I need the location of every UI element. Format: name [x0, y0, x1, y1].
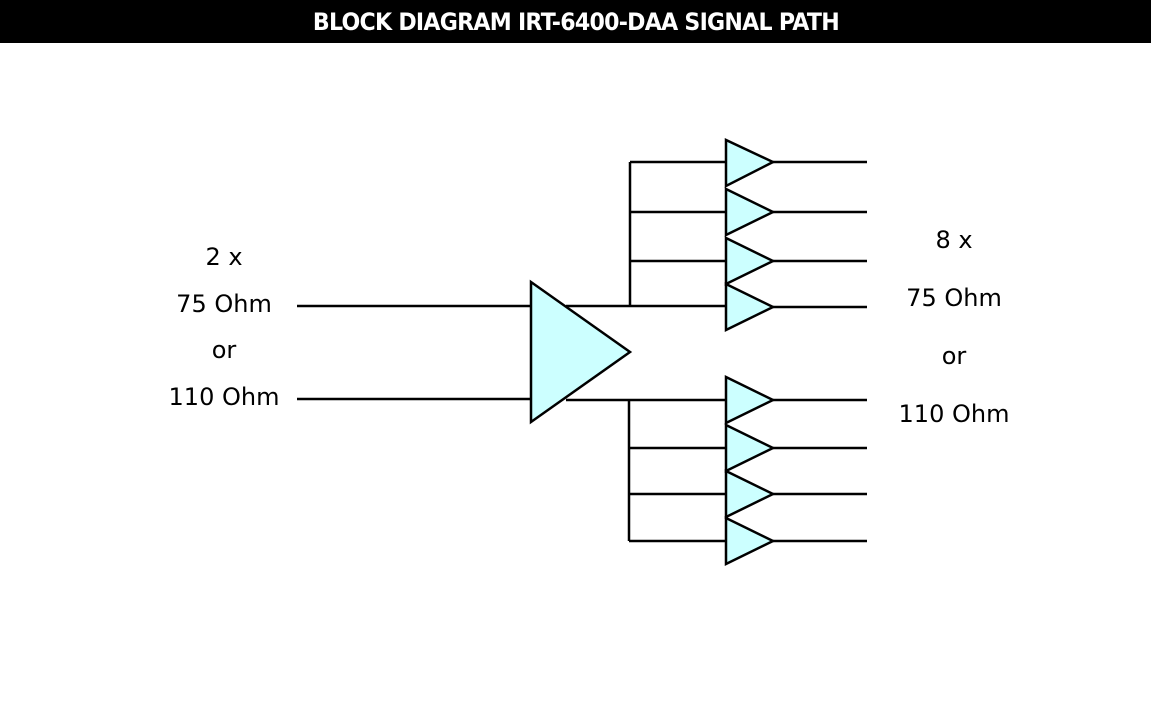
output-amplifier-5	[724, 374, 776, 426]
output-amplifier-2	[724, 186, 776, 238]
output-amplifier-6	[724, 422, 776, 474]
output-or-label: or	[941, 342, 967, 370]
input-amplifier	[529, 279, 633, 425]
input-impedance-b: 110 Ohm	[168, 383, 280, 411]
output-count-label: 8 x	[935, 226, 973, 254]
output-amplifier-3	[724, 235, 776, 287]
output-impedance-a: 75 Ohm	[906, 284, 1002, 312]
output-amplifier-8	[724, 515, 776, 567]
diagram-title: BLOCK DIAGRAM IRT-6400-DAA SIGNAL PATH	[312, 7, 839, 36]
input-impedance-a: 75 Ohm	[176, 290, 272, 318]
title-bar: BLOCK DIAGRAM IRT-6400-DAA SIGNAL PATH	[0, 0, 1151, 43]
input-count-label: 2 x	[205, 243, 243, 271]
output-amplifier-7	[724, 468, 776, 520]
input-or-label: or	[211, 336, 237, 364]
output-amplifier-1	[724, 138, 776, 189]
output-impedance-b: 110 Ohm	[898, 400, 1010, 428]
output-amplifier-4	[724, 281, 776, 333]
